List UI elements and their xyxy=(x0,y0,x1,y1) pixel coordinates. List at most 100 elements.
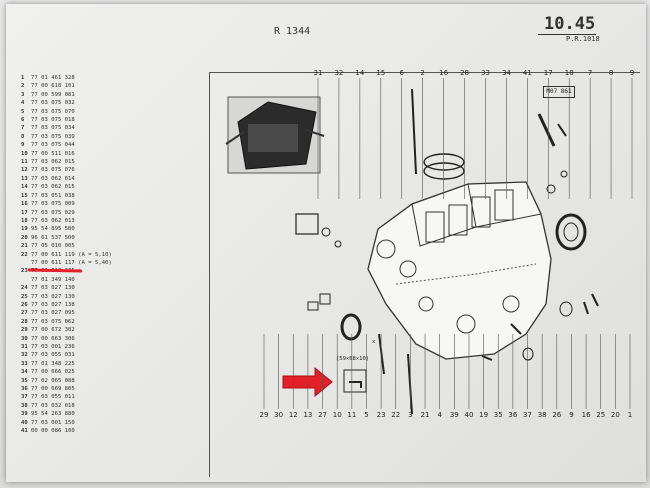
parts-list-number: 1 xyxy=(21,75,25,81)
parts-list-number: 32 xyxy=(21,352,28,359)
callout-number: 16 xyxy=(439,69,448,77)
oil-pressure-stud xyxy=(411,88,567,175)
parts-list-part-number: 77 03 051 038 xyxy=(31,192,75,199)
parts-list-part-number: 77 03 075 070 xyxy=(31,108,75,115)
parts-list-number: 7 xyxy=(21,125,25,132)
parts-list-number: 38 xyxy=(21,402,28,409)
parts-list-number: 4 xyxy=(21,100,25,107)
parts-list-item: 4 77 03 075 032 xyxy=(21,99,131,107)
parts-list-number: 40 xyxy=(21,419,28,426)
callout-number: 11 xyxy=(347,411,356,419)
callout-number: 1 xyxy=(628,411,632,419)
callout-number: 34 xyxy=(502,69,511,77)
callout-number: 26 xyxy=(552,411,561,419)
parts-list-part-number: 77 00 511 016 xyxy=(31,150,75,157)
callout-number: 21 xyxy=(421,411,430,419)
parts-list-number: 24 xyxy=(21,285,28,292)
callout-number: 25 xyxy=(596,411,605,419)
parts-list-item: 1 77 01 461 328 xyxy=(21,74,131,82)
parts-list-part-number: 77 03 027 130 xyxy=(31,285,75,292)
parts-list-part-number: 77 00 669 805 xyxy=(31,386,75,393)
parts-list-part-number: 77 03 075 032 xyxy=(31,100,75,107)
parts-list-number: 13 xyxy=(21,175,28,182)
small-parts xyxy=(295,170,599,415)
parts-list-number: 36 xyxy=(21,386,28,393)
callout-number: 38 xyxy=(538,411,547,419)
parts-list-part-number: 77 02 065 088 xyxy=(31,377,75,384)
callout-number: 30 xyxy=(274,411,283,419)
parts-list-part-number: 77 03 062 014 xyxy=(31,175,75,182)
parts-list-part-number: 77 03 075 076 xyxy=(31,167,75,174)
engine-block xyxy=(367,181,552,360)
parts-list-part-number: 77 03 062 015 xyxy=(31,159,75,166)
page-number-rule xyxy=(538,34,596,35)
callout-number: 29 xyxy=(260,411,269,419)
parts-list-number: 31 xyxy=(21,344,28,350)
parts-list-number: 12 xyxy=(21,167,28,174)
callout-number: 14 xyxy=(355,69,364,77)
cylinder-liner-rings xyxy=(423,153,465,180)
parts-list-number: 33 xyxy=(21,360,28,367)
parts-list-item: 77 00 611 117 (A = 5,40) xyxy=(21,259,131,267)
callout-number: 32 xyxy=(334,69,343,77)
parts-list-number: 19 xyxy=(21,226,28,233)
callout-number: 2 xyxy=(420,69,424,77)
parts-list-part-number: 77 03 075 009 xyxy=(31,201,75,208)
callout-number: 9 xyxy=(630,69,634,77)
parts-list-part-number: 95 54 263 880 xyxy=(31,411,75,418)
callout-number: 10 xyxy=(333,411,342,419)
m07-code-box: M07 861 xyxy=(543,86,575,98)
dimension-label: (59×68×10) xyxy=(336,356,370,362)
parts-list-number: 14 xyxy=(21,184,28,191)
callout-number: 41 xyxy=(523,69,532,77)
parts-list-part-number: 77 03 075 044 xyxy=(31,142,75,149)
parts-list-number: 3 xyxy=(21,91,25,98)
parts-list-number: 20 xyxy=(21,234,28,241)
parts-list-number: 6 xyxy=(21,117,25,124)
parts-list-part-number: 77 01 461 328 xyxy=(31,75,75,81)
callout-number: 9 xyxy=(569,411,573,419)
parts-list-number: 23 xyxy=(21,268,28,275)
parts-list-number: 29 xyxy=(21,327,28,334)
parts-list-number: 37 xyxy=(21,394,28,401)
callout-number: 15 xyxy=(376,69,385,77)
callout-number: 19 xyxy=(479,411,488,419)
parts-list-part-number: 77 03 001 236 xyxy=(31,344,75,350)
parts-list-part-number: 77 03 075 062 xyxy=(31,318,75,325)
callout-number: 4 xyxy=(437,411,442,419)
parts-list-part-number: 77 03 062 013 xyxy=(31,217,75,224)
callout-number: 33 xyxy=(481,69,490,77)
parts-list-number: 18 xyxy=(21,217,28,224)
parts-list-part-number: 77 03 075 034 xyxy=(31,125,75,132)
parts-list-part-number: 77 00 599 081 xyxy=(31,91,75,98)
parts-list-item: 77 01 349 140 xyxy=(21,276,131,284)
callout-number: 20 xyxy=(611,411,620,419)
parts-list-part-number: 77 00 611 119 (A = 5,10) xyxy=(31,251,112,258)
callout-number: 31 xyxy=(314,69,323,77)
mini-engine-thumbnail xyxy=(225,96,325,174)
callout-number: 17 xyxy=(544,69,553,77)
parts-list-number: 11 xyxy=(21,159,28,166)
